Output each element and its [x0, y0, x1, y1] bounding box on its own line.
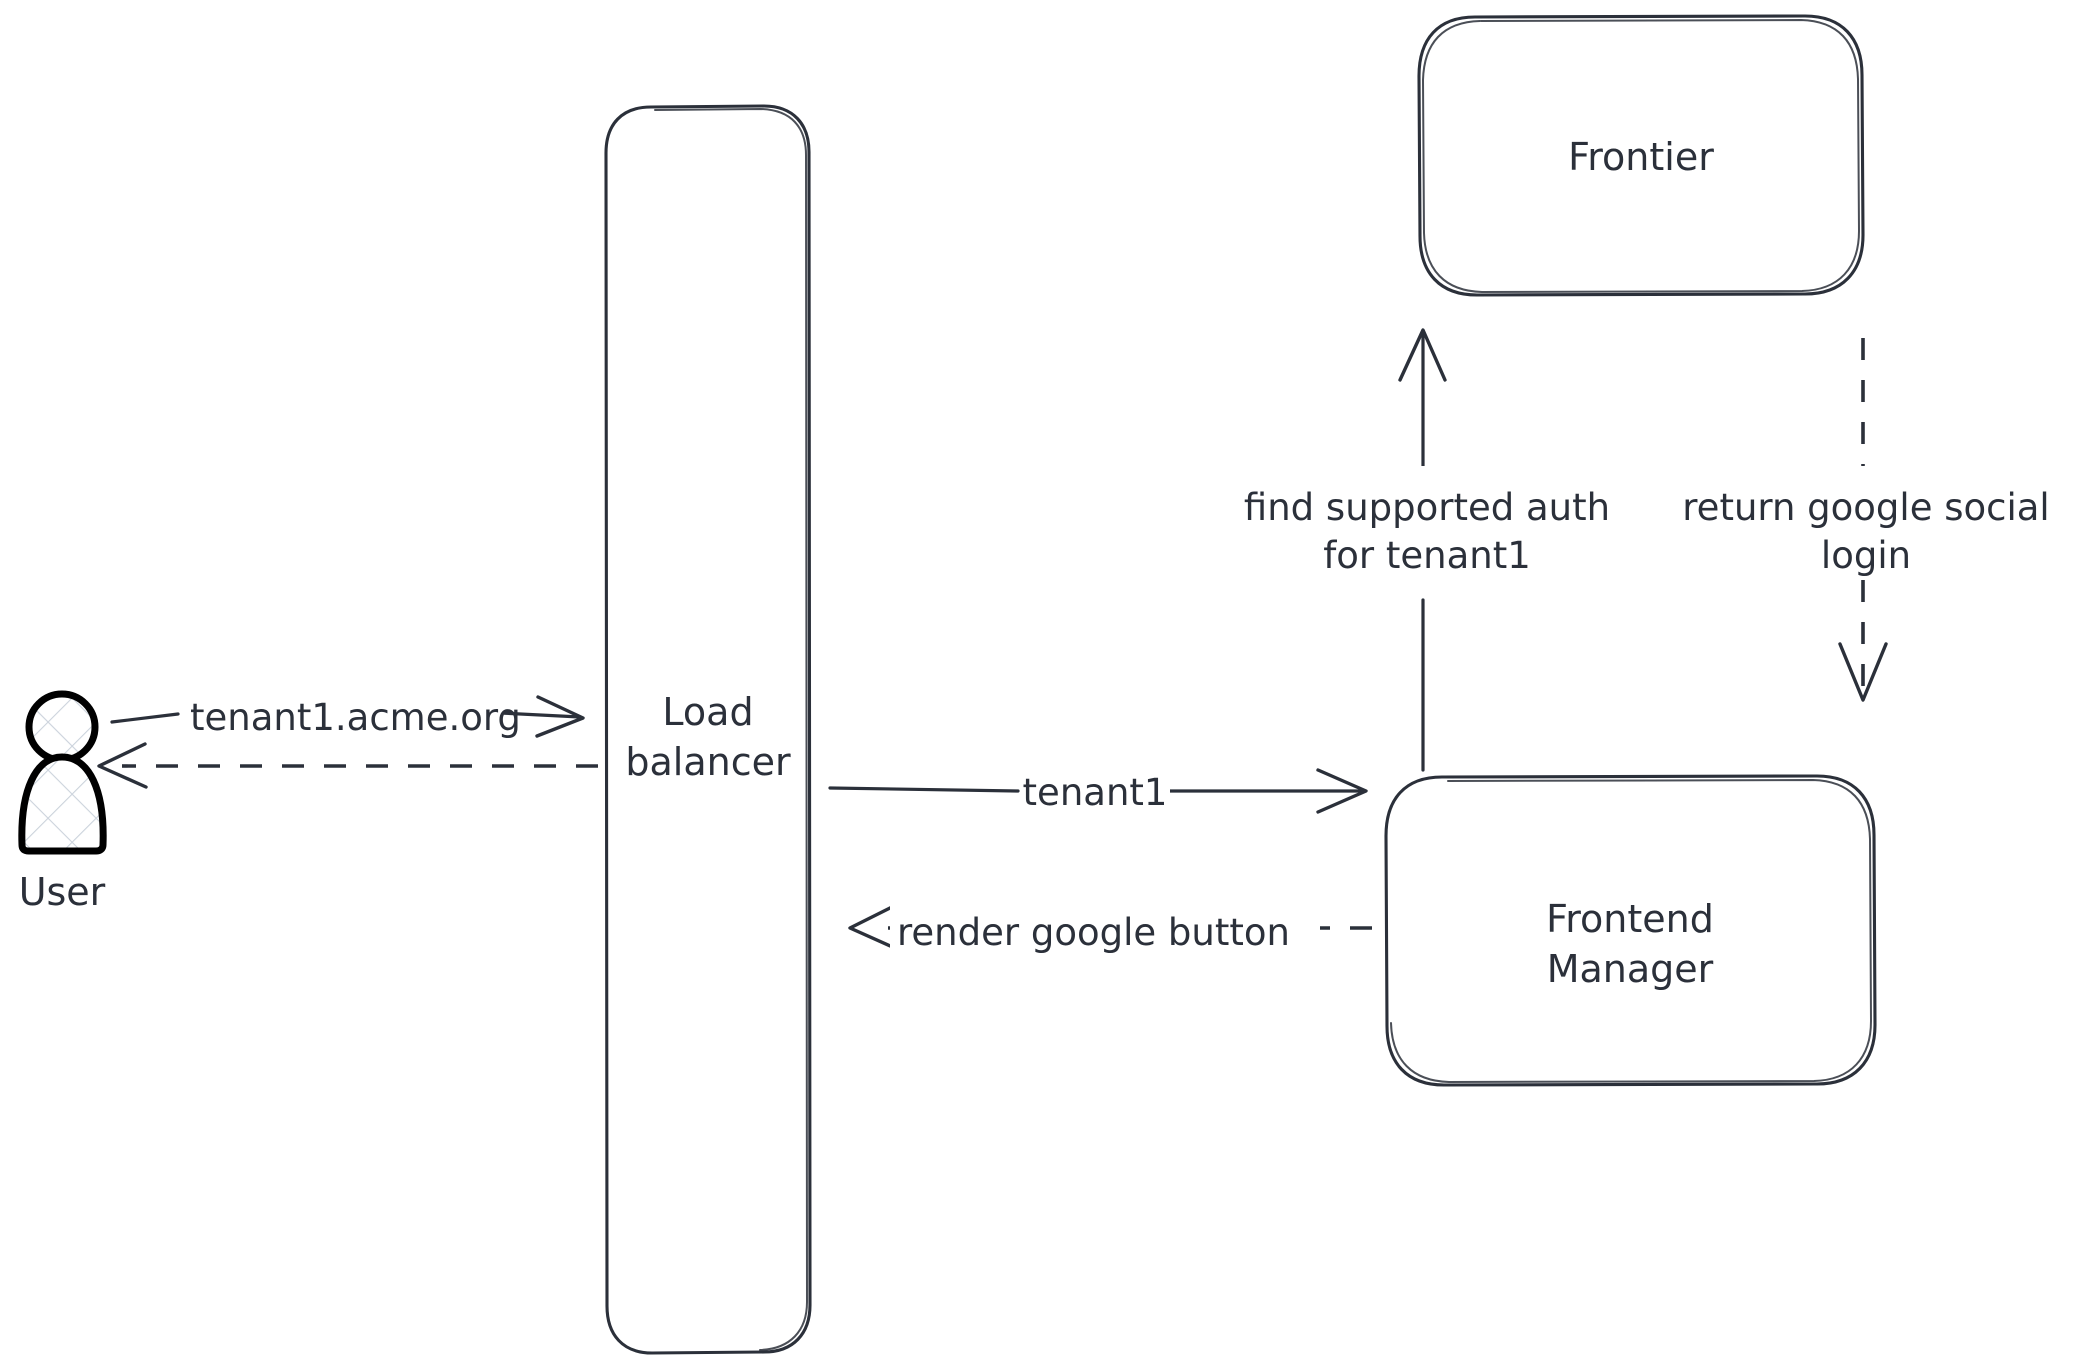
edge-fm-to-lb-label-bg — [890, 900, 1320, 956]
edge-lb-to-fm-line-left — [828, 786, 1020, 793]
edge-user-to-lb-line-tail — [498, 711, 582, 719]
edge-user-to-load-balancer[interactable]: tenant1.acme.org — [110, 685, 585, 741]
frontend-manager-outline — [1384, 774, 1877, 1087]
edge-lb-to-user-arrowhead — [97, 742, 148, 789]
edge-frontier-to-fm-arrowhead — [1838, 642, 1888, 702]
actor-user-label: User — [19, 870, 106, 914]
edge-fm-to-frontier-label-line1: find supported auth — [1244, 486, 1610, 529]
edge-frontier-to-fm-label-line1: return google social — [1682, 486, 2049, 529]
edge-user-to-lb-line — [110, 712, 180, 724]
edge-frontier-to-frontend-manager[interactable]: return google social login — [1660, 338, 2080, 702]
edge-fm-to-frontier-arrowhead — [1398, 328, 1447, 382]
person-actor-icon-head — [25, 690, 99, 764]
frontier-outline-sketch — [1422, 19, 1860, 293]
edge-user-to-lb-label: tenant1.acme.org — [190, 696, 521, 739]
frontend-manager-label-line2: Manager — [1547, 947, 1714, 991]
person-actor-icon-body — [18, 753, 107, 855]
node-frontend-manager[interactable] — [1384, 774, 1877, 1087]
frontier-outline — [1417, 14, 1865, 297]
edge-lb-to-fm-arrowhead — [1316, 768, 1368, 814]
edge-fm-to-frontier-label-line2: for tenant1 — [1323, 534, 1531, 577]
edge-frontier-to-fm-label-bg — [1660, 466, 2080, 578]
load-balancer-label-line1: Load — [662, 690, 753, 734]
edge-lb-to-fm-label-bg — [1020, 763, 1170, 817]
edge-fm-to-lb-arrowhead — [848, 903, 899, 951]
node-load-balancer[interactable] — [604, 104, 812, 1355]
frontier-label: Frontier — [1568, 135, 1714, 179]
load-balancer-label-line2: balancer — [625, 740, 791, 784]
node-frontier[interactable] — [1417, 14, 1865, 297]
edge-lb-to-fm-label: tenant1 — [1023, 771, 1168, 814]
edge-user-to-lb-label-bg — [182, 685, 504, 741]
edge-fm-to-lb-label: render google button — [897, 911, 1290, 954]
edge-frontend-manager-to-frontier[interactable]: find supported auth for tenant1 — [1222, 328, 1632, 772]
frontend-manager-outline-sketch — [1390, 779, 1872, 1083]
load-balancer-outline — [604, 104, 812, 1355]
frontend-manager-label-line1: Frontend — [1546, 897, 1714, 941]
edge-load-balancer-to-frontend-manager[interactable]: tenant1 — [828, 763, 1368, 817]
edge-load-balancer-to-user[interactable] — [97, 742, 598, 789]
edge-fm-to-frontier-label-bg — [1222, 466, 1632, 578]
edge-frontier-to-fm-label-line2: login — [1821, 534, 1911, 577]
load-balancer-outline-sketch — [654, 108, 808, 1351]
actor-user[interactable] — [18, 690, 107, 855]
edge-user-to-lb-arrowhead — [535, 695, 585, 738]
edge-frontend-manager-to-load-balancer[interactable]: render google button — [848, 900, 1372, 956]
